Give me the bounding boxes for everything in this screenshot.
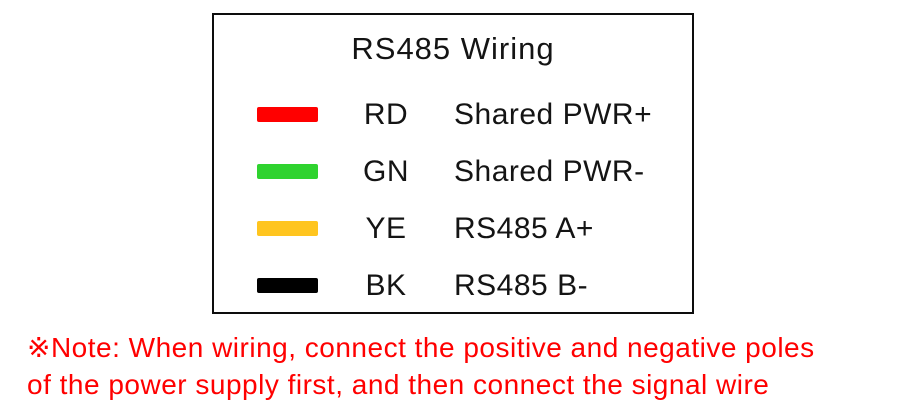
- wire-color-swatch-green: [257, 164, 318, 179]
- wiring-note: ※Note: When wiring, connect the positive…: [27, 329, 815, 403]
- wire-function: RS485 A+: [454, 211, 594, 245]
- wire-function: Shared PWR+: [454, 97, 653, 131]
- wire-row-rd: RD Shared PWR+: [214, 86, 692, 143]
- wire-color-swatch-yellow: [257, 221, 318, 236]
- panel-title: RS485 Wiring: [351, 31, 555, 66]
- wire-code: RD: [363, 97, 409, 131]
- wire-color-swatch-black: [257, 278, 318, 293]
- wire-row-ye: YE RS485 A+: [214, 200, 692, 257]
- wire-code: BK: [365, 268, 407, 302]
- note-line-1: ※Note: When wiring, connect the positive…: [27, 332, 815, 363]
- wire-rows: RD Shared PWR+ GN Shared PWR- YE RS485 A…: [214, 86, 692, 314]
- note-line-2: of the power supply first, and then conn…: [27, 369, 770, 400]
- wire-code: GN: [363, 154, 409, 188]
- wire-function: RS485 B-: [454, 268, 589, 302]
- wire-code: YE: [365, 211, 407, 245]
- wire-row-bk: BK RS485 B-: [214, 257, 692, 314]
- wire-color-swatch-red: [257, 107, 318, 122]
- wire-row-gn: GN Shared PWR-: [214, 143, 692, 200]
- wire-function: Shared PWR-: [454, 154, 645, 188]
- wiring-legend-panel: RS485 Wiring RD Shared PWR+ GN Shared PW…: [212, 13, 694, 314]
